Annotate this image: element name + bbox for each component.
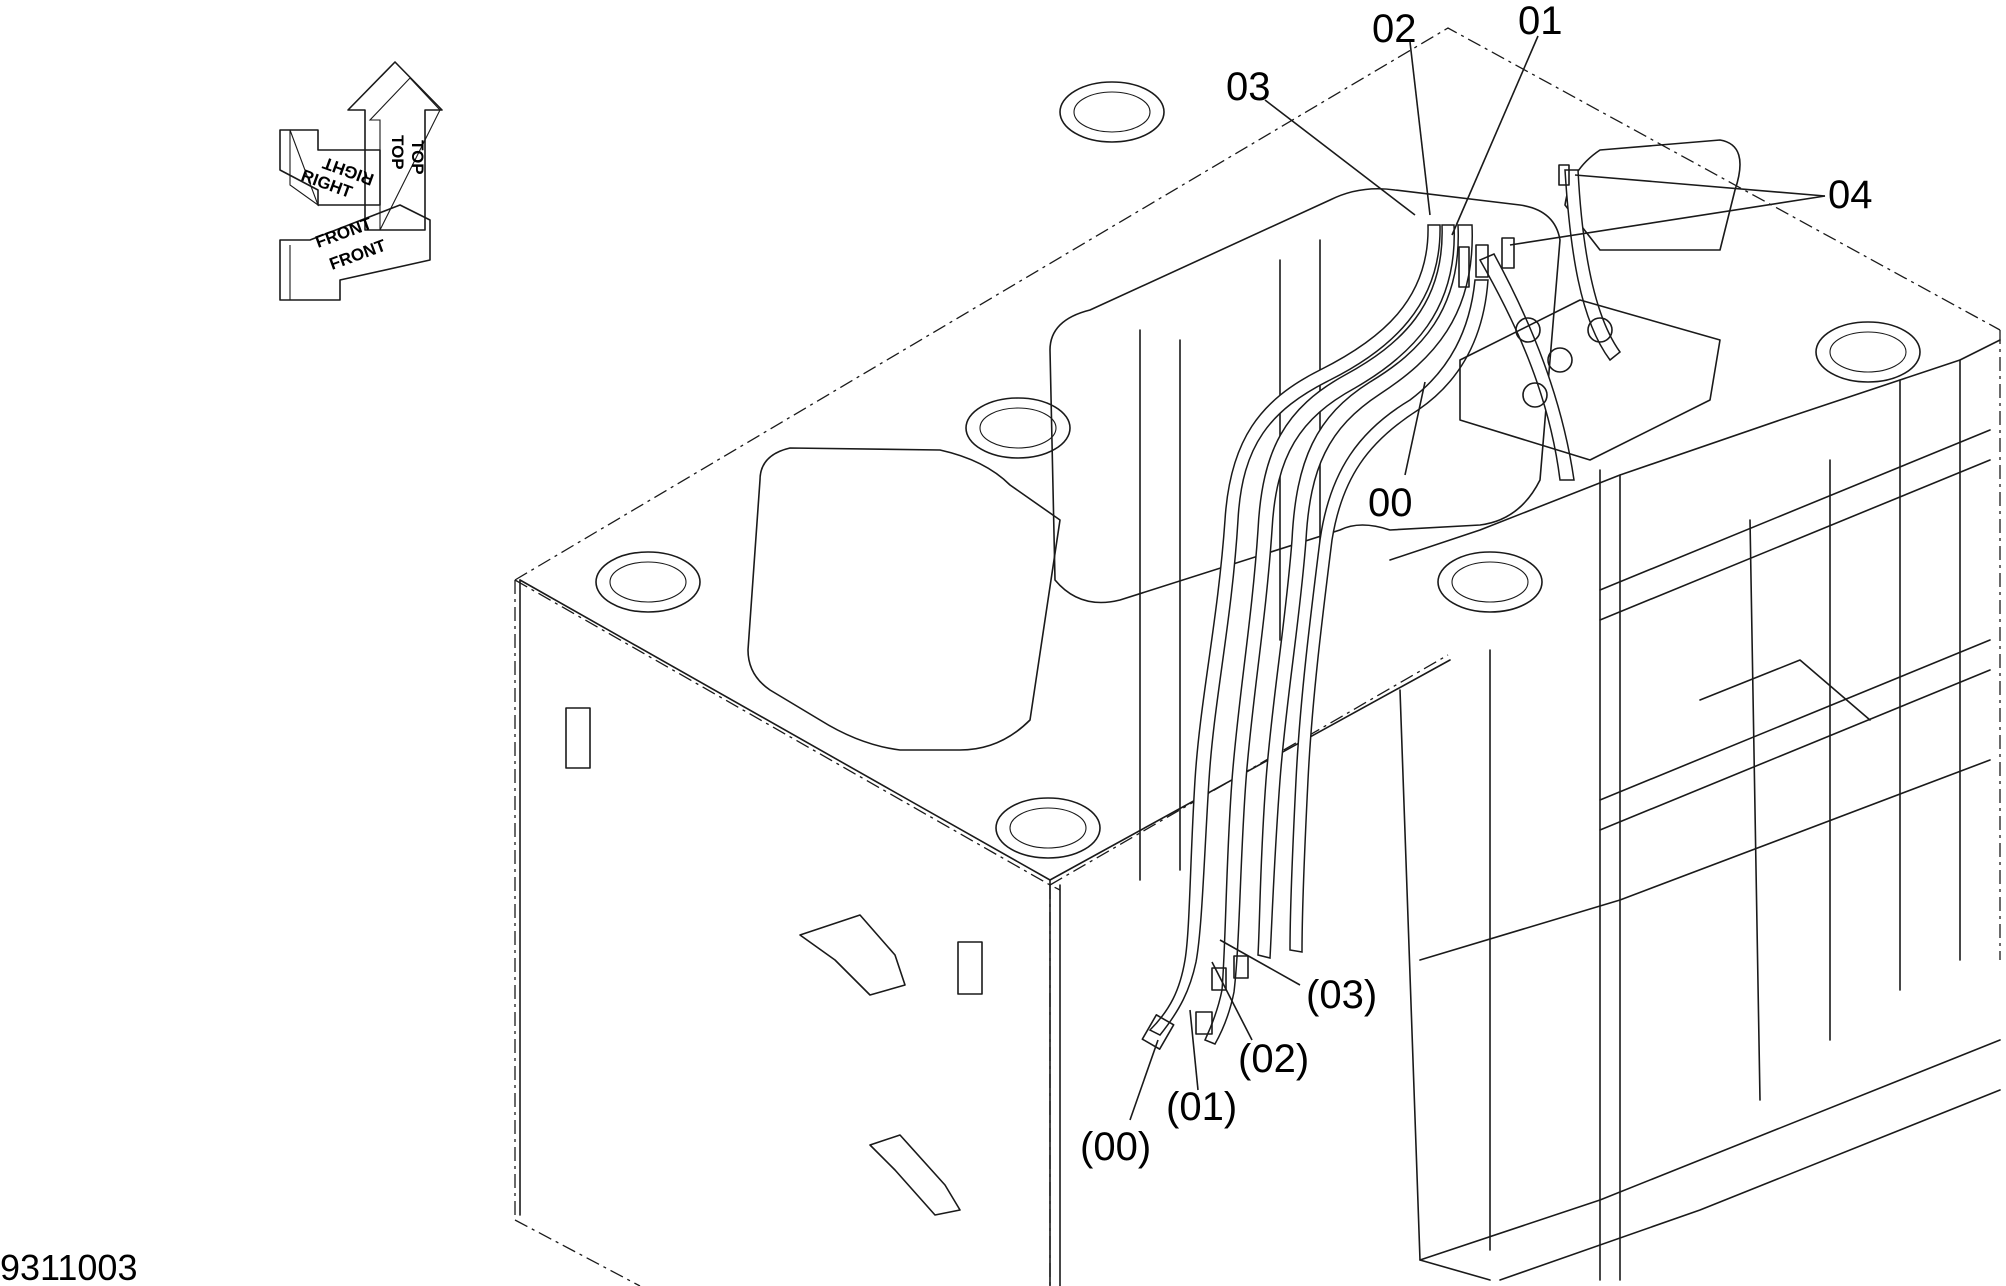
leader-lines bbox=[1129, 35, 1826, 1121]
frame-structure bbox=[519, 139, 2001, 1286]
figure-number: 9311003 bbox=[0, 1247, 137, 1286]
callout-00: 00 bbox=[1368, 481, 1413, 525]
callout-paren-01: (01) bbox=[1166, 1085, 1237, 1129]
callout-paren-03: (03) bbox=[1306, 973, 1377, 1017]
orientation-top-label-1: TOP bbox=[408, 140, 427, 175]
callout-04: 04 bbox=[1828, 173, 1873, 217]
callout-paren-00: (00) bbox=[1080, 1125, 1151, 1169]
orientation-symbol: TOP TOP RIGHT RIGHT FRONT FRONT bbox=[279, 61, 443, 301]
orientation-top-label-2: TOP bbox=[388, 135, 407, 170]
mount-bosses bbox=[595, 81, 1921, 859]
callout-02: 02 bbox=[1372, 7, 1417, 51]
valve-block bbox=[1458, 164, 1721, 461]
callout-labels: 03 02 01 04 00 (03) (02) (01) (00) bbox=[1080, 0, 1873, 1169]
callout-03: 03 bbox=[1226, 65, 1271, 109]
hose-bundle bbox=[1148, 169, 1622, 1045]
callout-paren-02: (02) bbox=[1238, 1037, 1309, 1081]
callout-01: 01 bbox=[1518, 0, 1563, 43]
lower-hose-ends bbox=[1141, 955, 1249, 1050]
